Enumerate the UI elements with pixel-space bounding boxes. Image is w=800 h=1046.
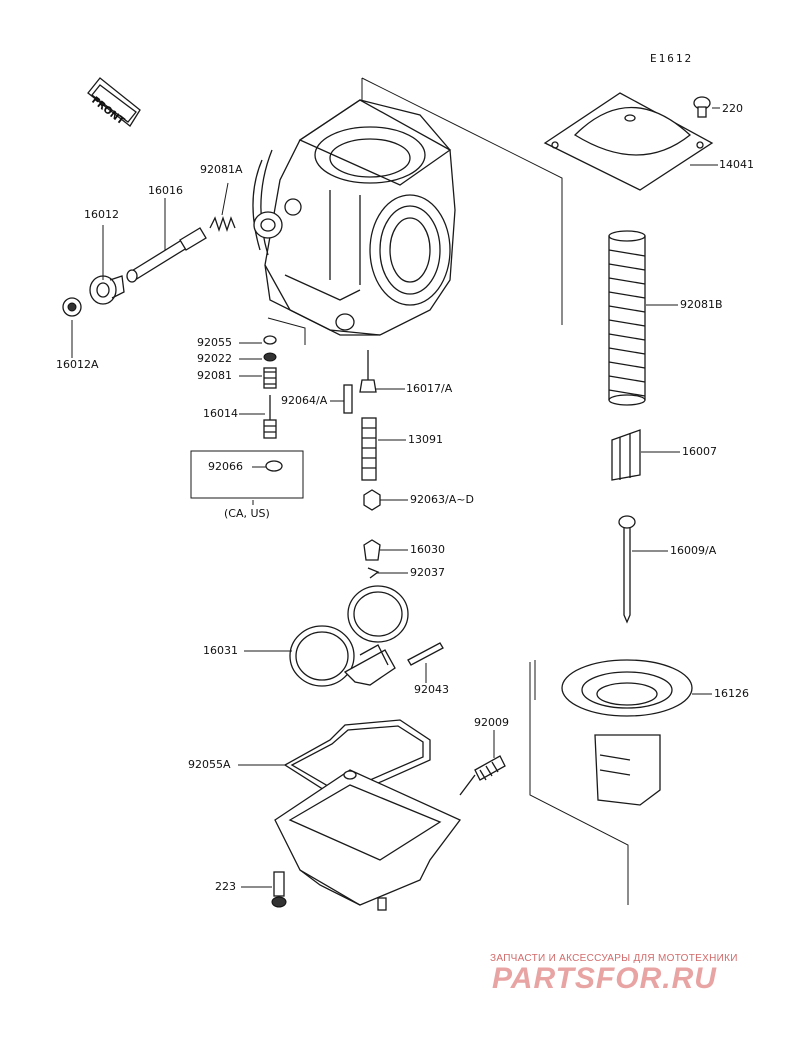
ca-us-note: (CA, US) xyxy=(224,507,270,520)
carburetor-body xyxy=(252,99,456,336)
needle-retainer xyxy=(611,429,641,481)
spring-92081a xyxy=(209,215,236,233)
float-pin xyxy=(407,642,444,666)
part-label-223: 223 xyxy=(215,880,236,893)
part-label-16030: 16030 xyxy=(410,543,445,556)
part-label-92022: 92022 xyxy=(197,352,232,365)
part-label-16031: 16031 xyxy=(203,644,238,657)
top-cover xyxy=(543,92,714,191)
part-label-92055a: 92055A xyxy=(188,758,231,771)
part-label-16012a: 16012A xyxy=(56,358,99,371)
part-label-16009a: 16009/A xyxy=(670,544,717,557)
part-label-92009: 92009 xyxy=(474,716,509,729)
jet-parts-column xyxy=(263,335,283,472)
part-label-16016: 16016 xyxy=(148,184,183,197)
part-label-220: 220 xyxy=(722,102,743,115)
float-bowl xyxy=(274,769,462,911)
part-label-16014: 16014 xyxy=(203,407,238,420)
part-label-92081a: 92081A xyxy=(200,163,243,176)
drain-screw xyxy=(459,755,506,796)
part-label-92081b: 92081B xyxy=(680,298,723,311)
main-jet-assembly xyxy=(343,350,381,579)
vacuum-piston xyxy=(561,659,693,806)
watermark-logo: PARTSFOR.RU xyxy=(492,962,717,995)
float-assembly xyxy=(289,585,409,687)
jet-needle xyxy=(618,515,636,624)
bowl-screw xyxy=(271,871,287,908)
front-arrow-icon xyxy=(87,77,141,127)
ca-us-box xyxy=(190,450,304,499)
watermark-tagline: ЗАПЧАСТИ И АКСЕССУАРЫ ДЛЯ МОТОТЕХНИКИ xyxy=(490,953,738,964)
part-label-16007: 16007 xyxy=(682,445,717,458)
part-label-92037: 92037 xyxy=(410,566,445,579)
part-label-92055: 92055 xyxy=(197,336,232,349)
part-label-92064a: 92064/A xyxy=(281,394,328,407)
diagram-code: E1612 xyxy=(650,52,694,65)
part-label-16017a: 16017/A xyxy=(406,382,453,395)
pilot-screw-assembly xyxy=(62,227,207,317)
part-label-16012: 16012 xyxy=(84,208,119,221)
leader-lines xyxy=(71,107,720,888)
part-label-92043: 92043 xyxy=(414,683,449,696)
part-label-92081: 92081 xyxy=(197,369,232,382)
assembly-guide-lines xyxy=(267,77,629,905)
slide-spring xyxy=(608,230,646,406)
part-label-92066: 92066 xyxy=(208,460,243,473)
part-label-16126: 16126 xyxy=(714,687,749,700)
cover-screw xyxy=(693,96,711,118)
part-label-14041: 14041 xyxy=(719,158,754,171)
part-label-13091: 13091 xyxy=(408,433,443,446)
part-label-92063: 92063/A~D xyxy=(410,493,474,506)
